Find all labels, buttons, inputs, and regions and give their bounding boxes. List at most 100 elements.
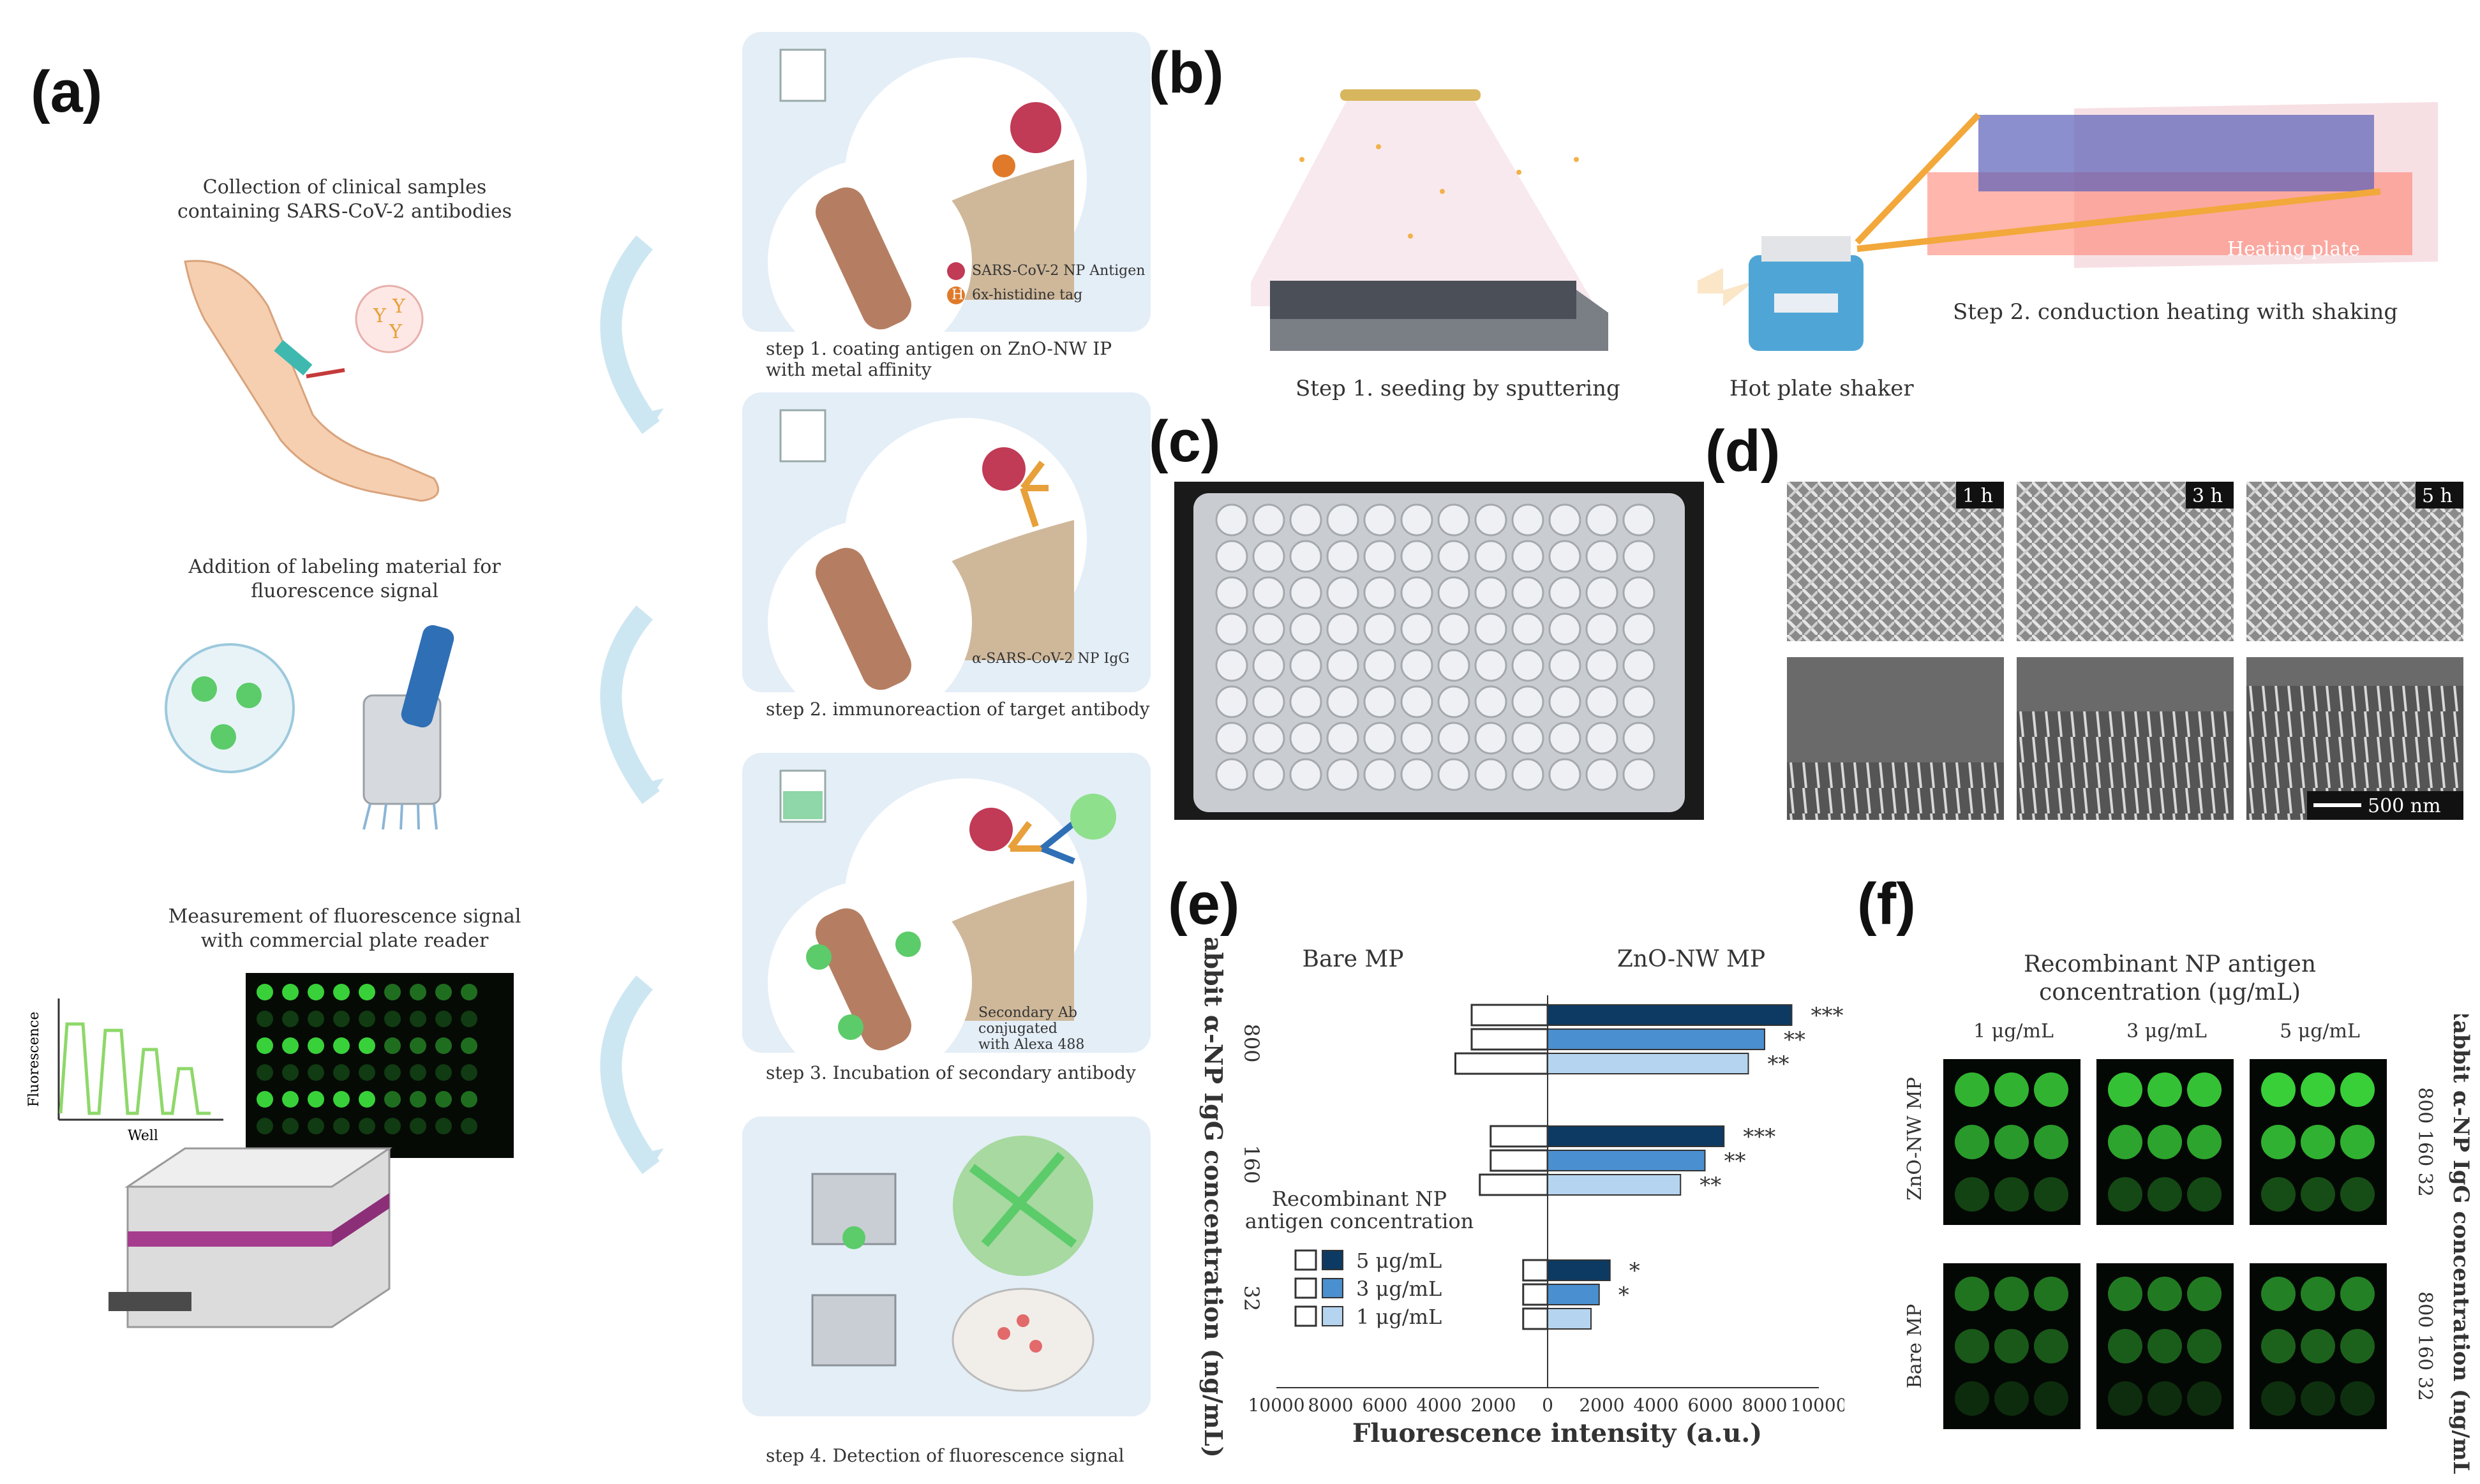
legend-swatch-bare [1294, 1249, 1317, 1271]
f-well [2261, 1277, 2296, 1311]
f-well [1955, 1125, 1989, 1159]
plate-well [1622, 685, 1655, 718]
plate-well [1511, 649, 1544, 682]
f-well [2340, 1277, 2375, 1311]
plate-well [1622, 649, 1655, 682]
plate-well [257, 1118, 273, 1134]
f-well [1955, 1072, 1989, 1107]
f-row-zno: ZnO-NW MP [1904, 1077, 1926, 1201]
plate-well [410, 1064, 426, 1081]
category-label: 160 [1239, 1145, 1264, 1183]
bar-zno-32-2 [1547, 1308, 1592, 1330]
f-well [2034, 1125, 2068, 1159]
plate-well [308, 1091, 324, 1108]
plate-well [308, 1037, 324, 1054]
fluorescence-plate-image [246, 973, 514, 1158]
chart-right-title: ZnO-NW MP [1617, 946, 1765, 972]
f-well [2301, 1329, 2335, 1363]
plate-well [1289, 540, 1322, 573]
f-well [2108, 1277, 2142, 1311]
svg-text:Y: Y [389, 321, 403, 343]
plate-well [1289, 758, 1322, 791]
plate-well [359, 1064, 375, 1081]
plate-well [1326, 685, 1359, 718]
plate-well [1363, 612, 1396, 646]
panel-f-title: Recombinant NP antigen concentration (μg… [2023, 951, 2316, 1005]
plate-well [282, 984, 299, 1000]
plate-well [1622, 612, 1655, 646]
f-well [1955, 1177, 1989, 1212]
x-tick-label: 0 [1542, 1395, 1553, 1416]
x-tick-label: 4000 [1633, 1395, 1678, 1416]
f-well [1955, 1329, 1989, 1363]
plate-well [257, 984, 273, 1000]
plate-well [1437, 540, 1470, 573]
bar-bare-160-0 [1490, 1125, 1549, 1148]
bar-zno-160-0 [1547, 1125, 1725, 1147]
panel-c-plate-photo [1174, 482, 1704, 820]
plate-well [1400, 722, 1433, 755]
x-tick-label: 4000 [1416, 1395, 1461, 1416]
plate-well [1474, 722, 1507, 755]
step2-card: α-SARS-CoV-2 NP IgG [742, 392, 1151, 692]
plate-well [461, 1037, 477, 1054]
x-tick-label: 2000 [1470, 1395, 1516, 1416]
plate-well [333, 984, 350, 1000]
plate-well [282, 1064, 299, 1081]
plate-well [1400, 612, 1433, 646]
x-tick-label: 8000 [1742, 1395, 1787, 1416]
plate-well [1437, 722, 1470, 755]
graph-xlabel: Well [128, 1128, 158, 1144]
x-tick-label: 10000 [1790, 1395, 1844, 1416]
plate-well [1548, 758, 1581, 791]
f-well [2261, 1381, 2296, 1416]
plate-well [410, 1118, 426, 1134]
legend-swatch-zno [1322, 1250, 1343, 1270]
plate-well [1585, 758, 1618, 791]
plate-well [1437, 649, 1470, 682]
plate-well [1326, 649, 1359, 682]
plate-well [1215, 722, 1248, 755]
plate-well [1252, 685, 1285, 718]
legend-swatch-bare [1294, 1277, 1317, 1299]
plate-well [359, 1011, 375, 1027]
plate-well [384, 1037, 401, 1054]
f-well [2340, 1125, 2375, 1159]
plate-well [410, 1011, 426, 1027]
step1-caption: step 1. coating antigen on ZnO-NW IP wit… [766, 338, 1112, 380]
plate-well [1215, 758, 1248, 791]
f-well [1994, 1072, 2029, 1107]
f-right-axis: Rabbit α-NP IgG concentration (ng/mL) [2448, 1014, 2474, 1474]
f-well [2108, 1125, 2142, 1159]
x-tick-label: 8000 [1308, 1395, 1353, 1416]
sem-3h-label: 3 h [2192, 485, 2223, 507]
plate-well [1585, 503, 1618, 537]
bar-bare-32-2 [1522, 1307, 1549, 1330]
plate-well [384, 984, 401, 1000]
plate-well [1437, 758, 1470, 791]
plate-well [1326, 722, 1359, 755]
step1-card: SARS-CoV-2 NP Antigen H 6x-histidine tag [742, 32, 1151, 332]
plate-well [333, 1037, 350, 1054]
f-well [2301, 1125, 2335, 1159]
plate-well [1474, 758, 1507, 791]
addition-caption: Addition of labeling material for fluore… [188, 556, 501, 602]
sem-5h-label: 5 h [2422, 485, 2453, 507]
legend-title: Recombinant NP [1272, 1187, 1447, 1211]
plate-well [1289, 576, 1322, 609]
plate-well [1437, 612, 1470, 646]
step2-caption: step 2. immunoreaction of target antibod… [766, 699, 1150, 720]
plate-well [1252, 649, 1285, 682]
significance-mark: ** [1784, 1027, 1805, 1053]
f-right-numbers-2: 800 160 32 [2414, 1291, 2436, 1401]
f-row-bare: Bare MP [1904, 1304, 1926, 1388]
plate-well [1289, 722, 1322, 755]
bar-bare-800-2 [1454, 1052, 1549, 1075]
plate-well [1585, 612, 1618, 646]
plate-well [359, 1091, 375, 1108]
plate-well [308, 984, 324, 1000]
plate-well [282, 1118, 299, 1134]
plate-well [282, 1091, 299, 1108]
plate-well [1585, 649, 1618, 682]
plate-well [1437, 503, 1470, 537]
